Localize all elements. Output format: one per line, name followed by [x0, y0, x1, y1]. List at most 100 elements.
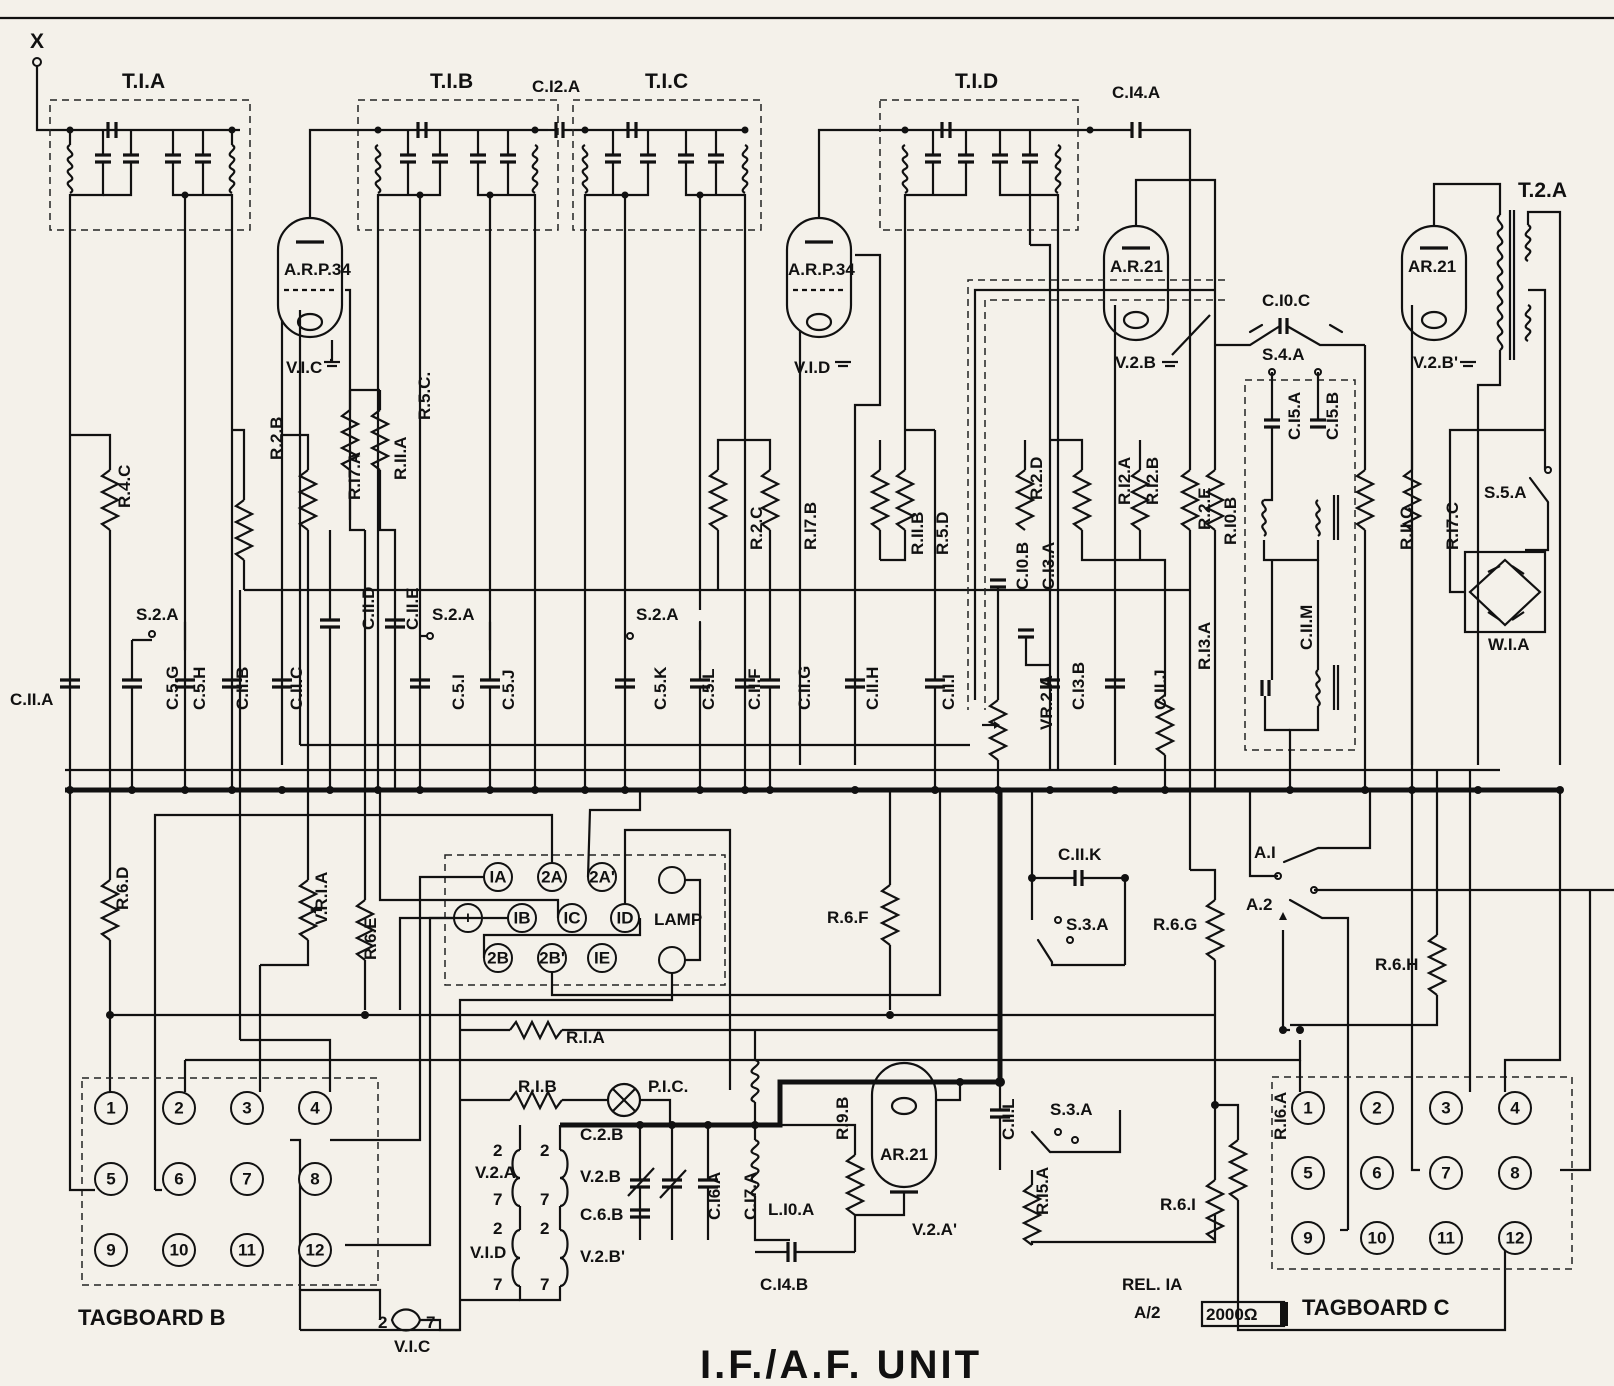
- tagboard-b-terminal-label: 10: [170, 1241, 189, 1260]
- tagboard-b-terminal-label: 2: [174, 1099, 183, 1118]
- fil-v2a-label: V.2.A: [475, 1163, 516, 1182]
- fil-v2b-top: 2: [540, 1141, 549, 1160]
- v1c-type: A.R.P.34: [284, 260, 351, 279]
- r13a-label: R.I3.A: [1195, 622, 1214, 670]
- c12a-label: C.I2.A: [532, 77, 580, 96]
- resistor-r6f: R.6.F: [827, 790, 901, 1010]
- lamp-label: LAMP: [654, 910, 702, 929]
- fil-v2b2-bottom: 7: [540, 1275, 549, 1294]
- tagboard-b-terminal-12: [298, 1233, 332, 1267]
- resistor-r17c: R.I7.C: [1401, 440, 1462, 790]
- v2b-type: A.R.21: [1110, 257, 1163, 276]
- r1b-label: R.I.B: [518, 1077, 557, 1096]
- resistor-r17b: R.I7.B: [745, 438, 820, 650]
- plug-2b-label: 2B: [487, 949, 509, 968]
- capacitor-c12a: C.I2.A: [532, 77, 585, 138]
- c5k-label: C.5.K: [651, 666, 670, 710]
- c11d-label: C.II.D: [359, 587, 378, 630]
- v1c-ref: V.I.C: [286, 358, 322, 377]
- s2a3-label: S.2.A: [636, 605, 679, 624]
- c5i-label: C.5.I: [449, 674, 468, 710]
- c15b-label: C.I5.B: [1323, 392, 1342, 440]
- c5h-label: C.5.H: [190, 667, 209, 710]
- fil-v1d-label: V.I.D: [470, 1243, 506, 1262]
- r16a-label: R.I6.A: [1271, 1092, 1290, 1140]
- tagboard-b-terminal-9: [94, 1233, 128, 1267]
- capacitor-c14a: C.I4.A: [1090, 83, 1192, 430]
- tagboard-b-terminal-label: 8: [310, 1170, 319, 1189]
- tagboard-b-terminal-label: 6: [174, 1170, 183, 1189]
- r2e-label: R.2.E: [1195, 487, 1214, 530]
- tagboard-c-terminal-4: [1498, 1091, 1532, 1125]
- c10b-label: C.I0.B: [1013, 542, 1032, 590]
- r11b-label: R.II.B: [908, 512, 927, 555]
- tagboard-b-terminal-5: [94, 1162, 128, 1196]
- rel-sub-label: A/2: [1134, 1303, 1160, 1322]
- s3a2-label: S.3.A: [1050, 1100, 1093, 1119]
- capacitor-c11l: C.II.L: [990, 1082, 1018, 1170]
- tagboard-b-terminal-label: 4: [310, 1099, 320, 1118]
- c13b-label: C.I3.B: [1069, 662, 1088, 710]
- r17c-label: R.I7.C: [1443, 502, 1462, 550]
- rel-label: REL. IA: [1122, 1275, 1182, 1294]
- filter-c15b: C.I5.B: [1262, 372, 1342, 562]
- tagboard-c-terminal-label: 4: [1510, 1099, 1520, 1118]
- potentiometer-vr2a: VR.2.A: [967, 279, 1225, 790]
- resistor-r10b: R.I0.B: [1204, 310, 1240, 790]
- plug-1c-label: IC: [564, 909, 581, 928]
- resistor-r6g: R.6.G: [1153, 868, 1226, 1010]
- a1-label: A.I: [1254, 843, 1276, 862]
- fil-v1c-top: 2: [378, 1313, 387, 1332]
- resistor-r15a: R.I5.A: [1021, 1167, 1217, 1246]
- filament-v1c: 2 7 V.I.C: [290, 1138, 460, 1356]
- switch-s4a: C.I0.C S.4.A: [1215, 291, 1365, 751]
- c10c-label: C.I0.C: [1262, 291, 1310, 310]
- tagboard-c-terminal-10: [1360, 1221, 1394, 1255]
- r2d-label: R.2.D: [1027, 457, 1046, 500]
- tagboard-c-terminal-11: [1429, 1221, 1463, 1255]
- plug-1a-label: IA: [490, 868, 507, 887]
- tagboard-c-terminal-7: [1429, 1156, 1463, 1190]
- tagboard-b-terminal-label: 11: [238, 1241, 256, 1260]
- c11b-label: C.II.B: [233, 667, 252, 710]
- lamp-socket-1: [658, 866, 686, 894]
- v2b-ref: V.2.B: [1115, 353, 1156, 372]
- fil-v2a-top: 2: [493, 1141, 502, 1160]
- v1d-ref: V.I.D: [794, 358, 830, 377]
- switch-s2a-2: S.2.A: [420, 605, 492, 652]
- capacitor-c14b: C.I4.B: [755, 1242, 855, 1294]
- tagboard-c-terminal-2: [1360, 1091, 1394, 1125]
- tagboard-c-terminal-9: [1291, 1221, 1325, 1255]
- c14a-label: C.I4.A: [1112, 83, 1160, 102]
- a2-label: A.2: [1246, 895, 1272, 914]
- switch-s2a-3: S.2.A: [626, 605, 702, 652]
- t1b-label: T.I.B: [430, 70, 473, 93]
- c11g-label: C.II.G: [795, 666, 814, 710]
- bus-junctions: [66, 786, 1564, 1129]
- tagboard-b-title: TAGBOARD B: [78, 1305, 225, 1330]
- tagboard-c-terminal-label: 10: [1368, 1229, 1387, 1248]
- tuning-capacitors: C.2.B C.6.B C.I6.A C.I7.A: [580, 1125, 760, 1240]
- t1a-label: T.I.A: [122, 70, 165, 93]
- c5l-label: C.5.L: [699, 668, 718, 710]
- r6g-label: R.6.G: [1153, 915, 1197, 934]
- r12a-label: R.I2.A: [1115, 457, 1134, 505]
- c11a-label: C.II.A: [10, 690, 53, 709]
- capacitor-row: C.II.A C.5.G C.5.H C.II.B C.II.C C.II.D …: [10, 428, 1170, 790]
- plug-1b-label: IB: [514, 909, 531, 928]
- tagboard-c-terminal-label: 6: [1372, 1164, 1381, 1183]
- filter-c11m: C.II.M: [1260, 560, 1340, 790]
- rel-value: 2000Ω: [1206, 1305, 1257, 1324]
- r15a-label: R.I5.A: [1033, 1167, 1052, 1215]
- plug-2b-prime-label: 2B': [539, 949, 565, 968]
- fil-v2b2-top: 2: [540, 1219, 549, 1238]
- t1d-label: T.I.D: [955, 70, 998, 93]
- tagboard-b-terminal-11: [230, 1233, 264, 1267]
- tagboard-b-terminal-label: 3: [242, 1099, 251, 1118]
- resistor-r6e: R.6.E: [354, 790, 380, 1010]
- resistor-r11c: R.II.C: [1354, 345, 1416, 790]
- tagboard-c-terminal-label: 8: [1510, 1164, 1519, 1183]
- tagboard-b-terminal-7: [230, 1162, 264, 1196]
- tagboard-b-terminal-1: [94, 1091, 128, 1125]
